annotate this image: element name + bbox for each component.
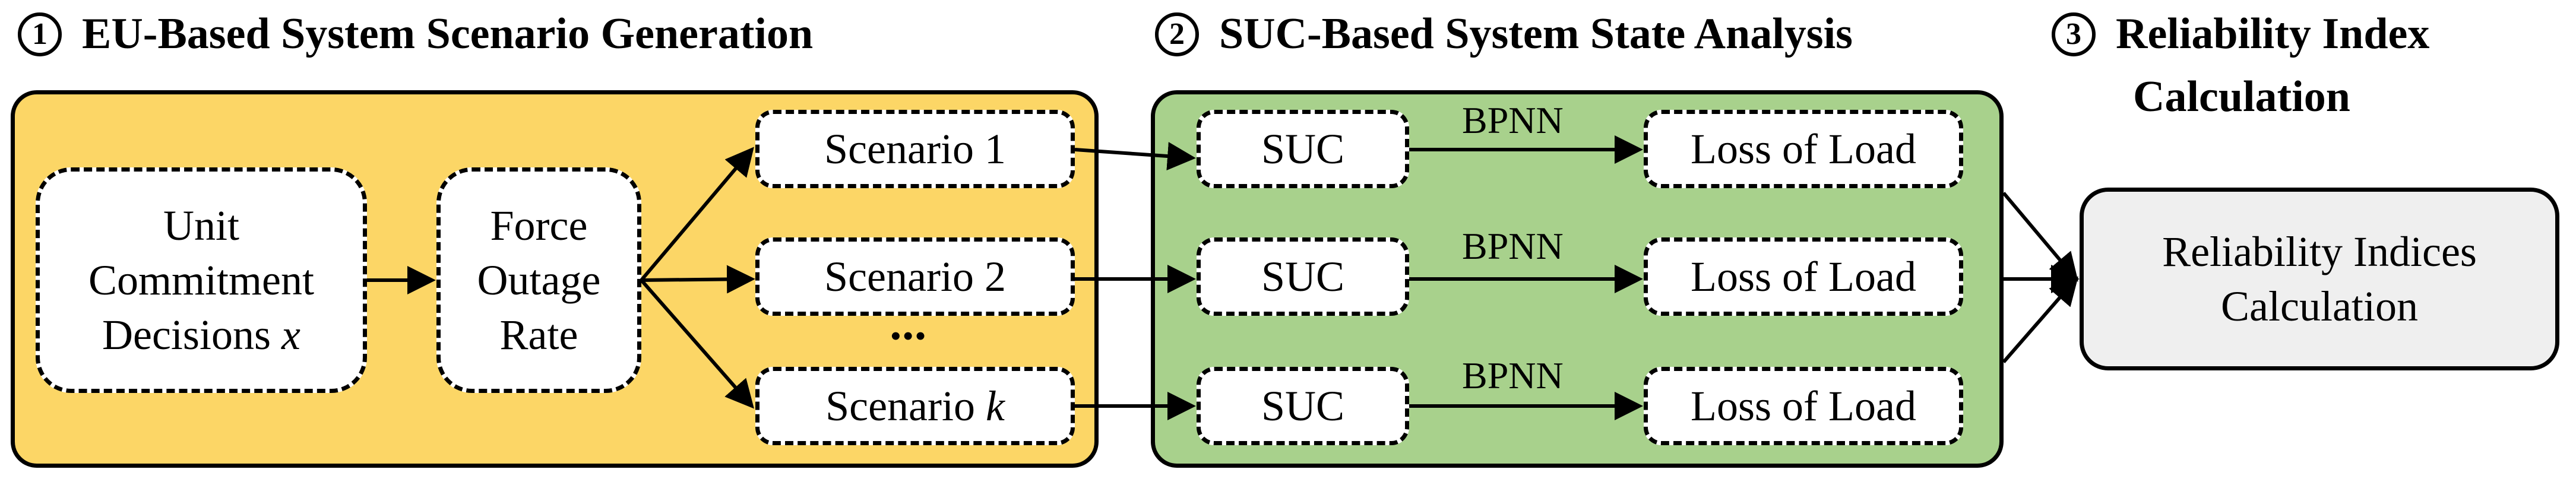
loss-of-load-box-3: Loss of Load [1644, 367, 1963, 445]
unit-commitment-box: Unit Commitment Decisions x [36, 167, 367, 393]
reliability-indices-line1: Reliability Indices [2162, 228, 2477, 275]
unit-commitment-line3: Decisions x [88, 307, 314, 362]
stage-1-title-text: EU-Based System Scenario Generation [82, 9, 814, 58]
stage-3-title-line1: Reliability Index [2116, 9, 2430, 58]
arrow-to-scenario-2 [641, 265, 755, 294]
stage-3-title-line2: Calculation [2133, 72, 2350, 121]
stage-1-number: 1 [18, 12, 62, 57]
stage-2-title-text: SUC-Based System State Analysis [1219, 9, 1853, 58]
loss-of-load-box-2: Loss of Load [1644, 237, 1963, 316]
loss-of-load-box-1: Loss of Load [1644, 110, 1963, 188]
stage-1-title: 1 EU-Based System Scenario Generation [18, 7, 813, 61]
unit-commitment-line2: Commitment [88, 256, 314, 304]
bpnn-label-2: BPNN [1462, 225, 1564, 267]
suc-label-3: SUC [1261, 382, 1345, 430]
stage-3-title: 3 Reliability Index [2052, 7, 2429, 61]
suc-box-3: SUC [1197, 367, 1409, 445]
unit-commitment-decisions: Decisions [102, 311, 271, 359]
stage-3-number: 3 [2052, 12, 2096, 57]
arrow-to-scenario-1 [640, 147, 754, 281]
arrow-loss-3-to-indices [2002, 276, 2078, 363]
force-outage-line2: Outage [477, 256, 601, 304]
bpnn-label-3: BPNN [1462, 354, 1564, 397]
loss-of-load-label-2: Loss of Load [1691, 253, 1916, 300]
force-outage-line1: Force [490, 202, 588, 249]
scenario-k-var: k [985, 382, 1005, 430]
scenario-k-box: Scenario k [755, 367, 1075, 445]
reliability-indices-box: Reliability Indices Calculation [2080, 188, 2559, 370]
scenario-2-label: Scenario 2 [824, 253, 1006, 300]
force-outage-line3: Rate [499, 311, 578, 359]
arrow-scenario-1-to-suc [1074, 142, 1196, 170]
force-outage-box: Force Outage Rate [436, 167, 641, 393]
bpnn-label-1: BPNN [1462, 99, 1564, 141]
arrow-loss-1-to-indices [2002, 192, 2078, 282]
scenario-1-box: Scenario 1 [755, 110, 1075, 188]
unit-commitment-line1: Unit [163, 202, 239, 249]
suc-label-1: SUC [1261, 125, 1345, 173]
unit-commitment-var: x [281, 311, 300, 359]
suc-label-2: SUC [1261, 253, 1345, 300]
loss-of-load-label-1: Loss of Load [1691, 125, 1916, 173]
scenario-2-box: Scenario 2 [755, 237, 1075, 316]
reliability-indices-line2: Calculation [2221, 283, 2418, 330]
arrow-to-scenario-k [640, 279, 754, 409]
scenario-k-label: Scenario [825, 382, 975, 430]
stage-2-number: 2 [1155, 12, 1199, 57]
stage-2-title: 2 SUC-Based System State Analysis [1155, 7, 1853, 61]
scenario-k-text: Scenario k [825, 379, 1005, 433]
scenario-1-label: Scenario 1 [824, 125, 1006, 173]
suc-box-1: SUC [1197, 110, 1409, 188]
loss-of-load-label-3: Loss of Load [1691, 382, 1916, 430]
scenario-ellipsis: ••• [891, 321, 928, 352]
suc-box-2: SUC [1197, 237, 1409, 316]
